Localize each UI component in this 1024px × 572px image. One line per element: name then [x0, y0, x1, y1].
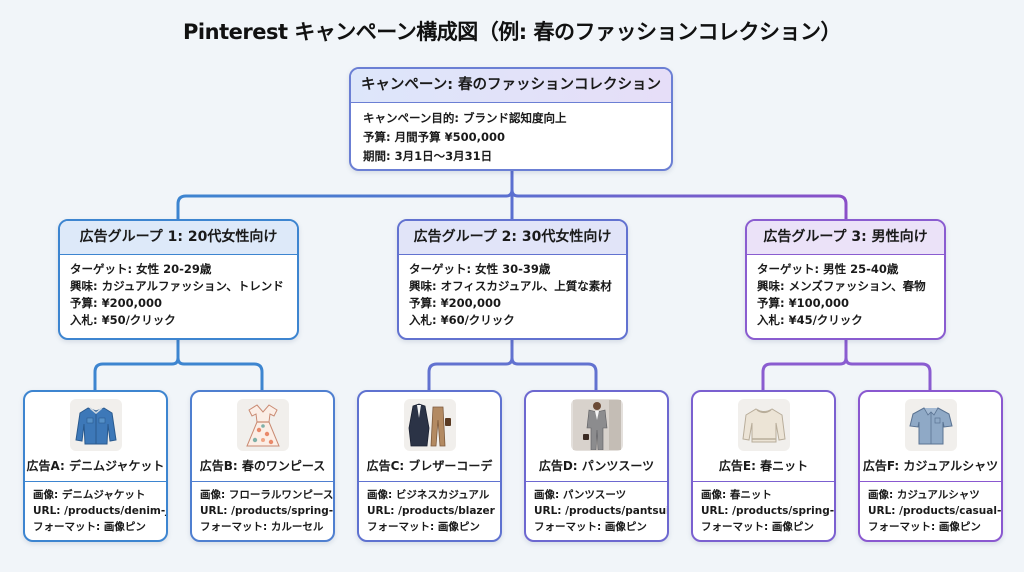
ad-group-bid: 入札: ¥50/クリック: [70, 313, 176, 327]
ad-title: 広告C: ブレザーコーデ: [366, 459, 493, 473]
connector-group1: [93, 338, 264, 392]
connector-campaign-branch: [176, 188, 848, 221]
campaign-objective: キャンペーン目的: ブランド認知度向上: [363, 111, 567, 125]
ad-url: URL: /products/pantsuit: [534, 505, 669, 517]
ad-f-node: 広告F: カジュアルシャツ 画像: カジュアルシャツ URL: /product…: [858, 390, 1003, 542]
ad-image: 画像: デニムジャケット: [33, 489, 146, 501]
denim-jacket-icon: [69, 399, 122, 451]
connector-group3: [761, 338, 932, 392]
ad-e-node: 広告E: 春ニット 画像: 春ニット URL: /products/spring…: [691, 390, 836, 542]
ad-title: 広告D: パンツスーツ: [538, 459, 655, 473]
ad-d-node: 広告D: パンツスーツ 画像: パンツスーツ URL: /products/pa…: [524, 390, 669, 542]
ad-title: 広告B: 春のワンピース: [199, 459, 326, 473]
ad-image: 画像: 春ニット: [701, 489, 772, 501]
ad-group-3-node: 広告グループ 3: 男性向け ターゲット: 男性 25-40歳 興味: メンズフ…: [745, 219, 946, 340]
ad-group-bid: 入札: ¥60/クリック: [409, 313, 515, 327]
floral-dress-icon: [236, 399, 289, 451]
ad-url: URL: /products/spring-dress: [200, 505, 334, 517]
diagram-title: Pinterest キャンペーン構成図（例: 春のファッションコレクション）: [183, 20, 841, 44]
campaign-header: キャンペーン: 春のファッションコレクション: [351, 69, 671, 103]
ad-image: 画像: パンツスーツ: [534, 489, 627, 501]
ad-title: 広告A: デニムジャケット: [26, 459, 165, 473]
ad-group-interests: 興味: カジュアルファッション、トレンド: [70, 279, 284, 293]
ad-format: フォーマット: 画像ピン: [868, 521, 981, 533]
ad-group-header: 広告グループ 1: 20代女性向け: [60, 221, 297, 255]
ad-url: URL: /products/blazer: [367, 505, 495, 517]
ad-title: 広告E: 春ニット: [718, 459, 809, 473]
ad-title: 広告F: カジュアルシャツ: [862, 459, 999, 473]
connector-group2: [427, 338, 598, 392]
ad-format: フォーマット: 画像ピン: [33, 521, 146, 533]
campaign-node: キャンペーン: 春のファッションコレクション キャンペーン目的: ブランド認知度…: [349, 67, 673, 171]
ad-format: フォーマット: 画像ピン: [534, 521, 647, 533]
ad-format: フォーマット: 画像ピン: [701, 521, 814, 533]
ad-group-target: ターゲット: 女性 30-39歳: [409, 262, 551, 276]
ad-group-header: 広告グループ 3: 男性向け: [747, 221, 944, 255]
ad-group-target: ターゲット: 男性 25-40歳: [757, 262, 899, 276]
ad-group-2-node: 広告グループ 2: 30代女性向け ターゲット: 女性 30-39歳 興味: オ…: [397, 219, 628, 340]
campaign-period: 期間: 3月1日〜3月31日: [363, 149, 493, 163]
ad-c-node: 広告C: ブレザーコーデ 画像: ビジネスカジュアル URL: /product…: [357, 390, 502, 542]
ad-group-header: 広告グループ 2: 30代女性向け: [399, 221, 626, 255]
pantsuit-icon: [570, 399, 623, 451]
ad-group-bid: 入札: ¥45/クリック: [757, 313, 863, 327]
ad-group-budget: 予算: ¥200,000: [409, 296, 501, 310]
ad-group-interests: 興味: メンズファッション、春物: [757, 279, 926, 293]
ad-url: URL: /products/denim-jacket: [33, 505, 166, 517]
ad-image: 画像: ビジネスカジュアル: [367, 489, 490, 501]
ad-group-budget: 予算: ¥200,000: [70, 296, 162, 310]
ad-b-node: 広告B: 春のワンピース 画像: フローラルワンピース URL: /produc…: [190, 390, 335, 542]
ad-url: URL: /products/casual-shirt: [868, 505, 1002, 517]
campaign-budget: 予算: 月間予算 ¥500,000: [363, 130, 505, 144]
ad-group-budget: 予算: ¥100,000: [757, 296, 849, 310]
knit-sweater-icon: [737, 399, 790, 451]
ad-image: 画像: カジュアルシャツ: [868, 489, 980, 501]
ad-url: URL: /products/spring-knit: [701, 505, 835, 517]
ad-a-node: 広告A: デニムジャケット 画像: デニムジャケット URL: /product…: [23, 390, 168, 542]
casual-shirt-icon: [904, 399, 957, 451]
blazer-outfit-icon: [403, 399, 456, 451]
ad-format: フォーマット: 画像ピン: [367, 521, 480, 533]
ad-group-target: ターゲット: 女性 20-29歳: [70, 262, 212, 276]
ad-image: 画像: フローラルワンピース: [200, 489, 334, 501]
ad-format: フォーマット: カルーセル: [200, 521, 324, 533]
ad-group-1-node: 広告グループ 1: 20代女性向け ターゲット: 女性 20-29歳 興味: カ…: [58, 219, 299, 340]
ad-group-interests: 興味: オフィスカジュアル、上質な素材: [409, 279, 612, 293]
